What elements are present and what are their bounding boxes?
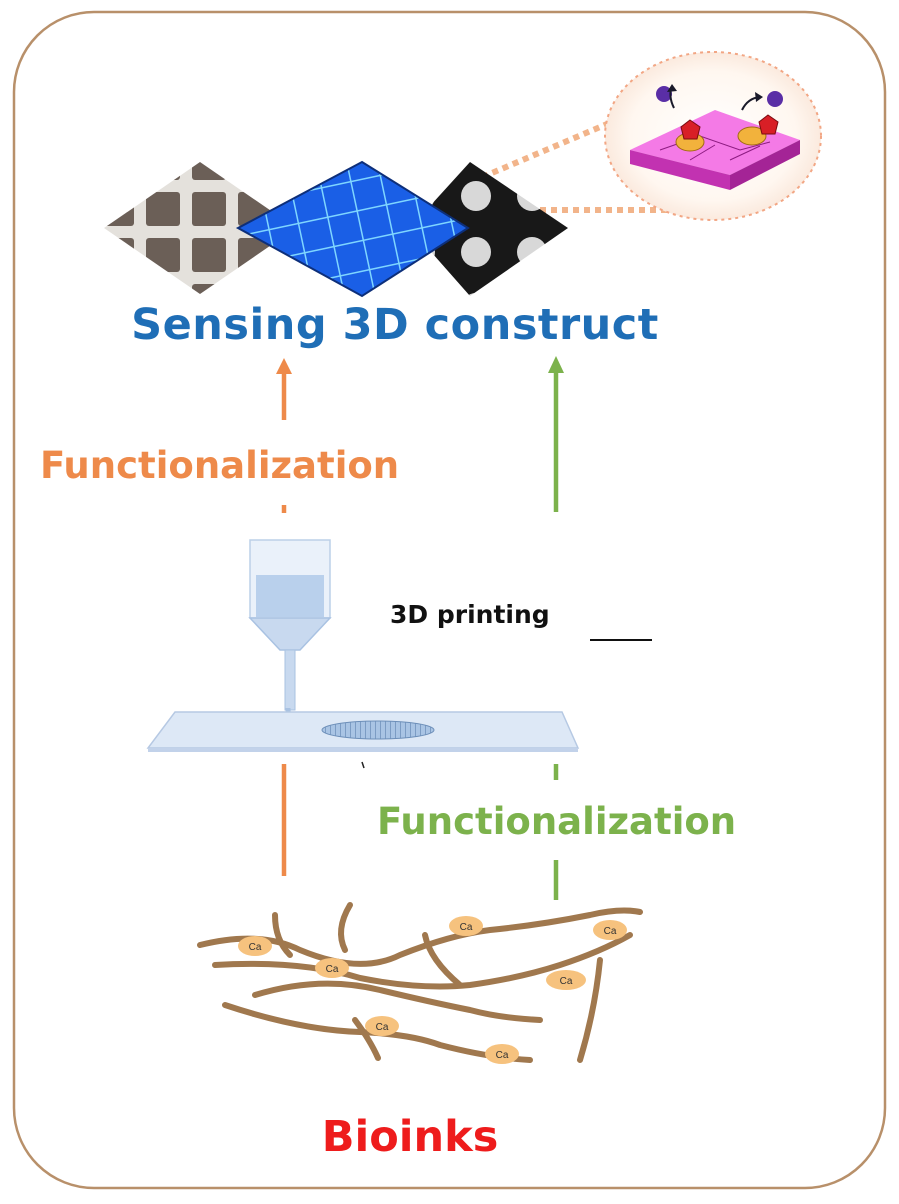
calcium-node: Ca [593, 920, 627, 940]
svg-text:Ca: Ca [249, 942, 262, 953]
grid-scaffold-photo [104, 162, 296, 294]
svg-text:Ca: Ca [460, 922, 473, 933]
functionalization-label-orange: Functionalization [40, 444, 400, 487]
sensing-construct-title: Sensing 3D construct [131, 300, 659, 350]
calcium-node: Ca [238, 936, 272, 956]
calcium-node: Ca [315, 958, 349, 978]
svg-text:Ca: Ca [326, 964, 339, 975]
bioink-network [197, 902, 643, 1063]
svg-text:Ca: Ca [496, 1050, 509, 1061]
svg-text:Ca: Ca [376, 1022, 389, 1033]
orange-arrow-up [276, 358, 292, 876]
svg-text:Ca: Ca [604, 926, 617, 937]
printing-label: 3D printing [390, 600, 550, 629]
svg-text:Ca: Ca [560, 976, 573, 987]
green-arrow-up [548, 356, 564, 900]
calcium-node: Ca [365, 1016, 399, 1036]
black-dot-array-photo [410, 162, 568, 296]
calcium-node: Ca [546, 970, 586, 990]
calcium-node: Ca [449, 916, 483, 936]
outer-frame [12, 10, 887, 1190]
functionalization-label-green: Functionalization [377, 800, 737, 843]
printing-platform [146, 711, 580, 769]
calcium-node: Ca [485, 1044, 519, 1064]
calcium-crosslink-nodes: Ca Ca Ca Ca Ca Ca Ca [238, 916, 627, 1064]
syringe-printhead [248, 539, 332, 733]
sensor-surface-inset [604, 51, 822, 221]
bioinks-label: Bioinks [321, 1112, 499, 1162]
